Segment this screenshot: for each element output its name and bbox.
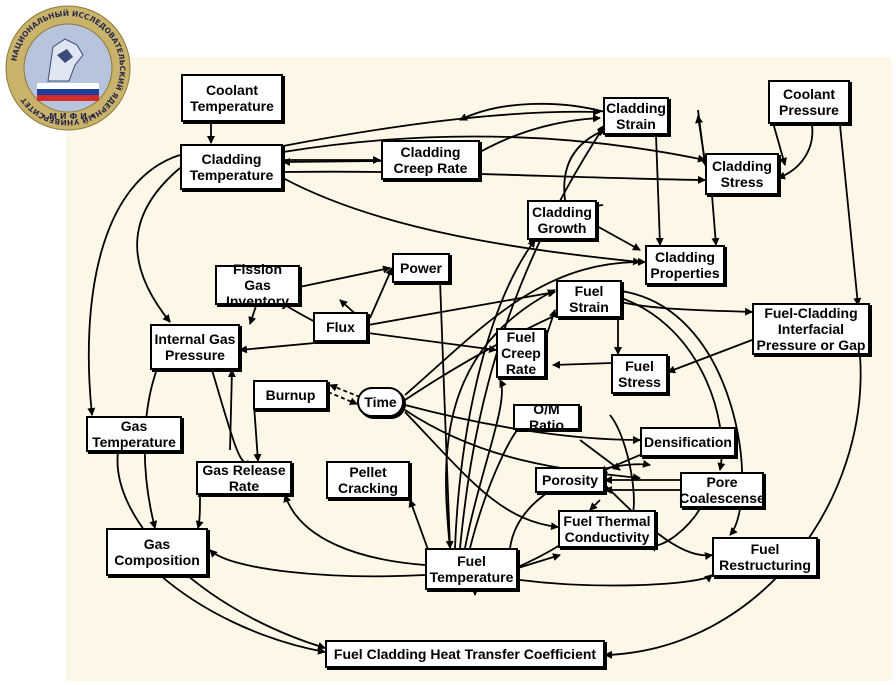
node-fission-gas-inventory: Fission Gas Inventory <box>215 261 300 309</box>
node-pore-coalescence: Pore Coalescense <box>679 472 765 508</box>
node-densification: Densification <box>640 427 736 457</box>
node-burnup: Burnup <box>253 380 328 410</box>
node-fuel-thermal-conductivity: Fuel Thermal Conductivity <box>558 510 656 548</box>
mephi-logo: НАЦИОНАЛЬНЫЙ ИССЛЕДОВАТЕЛЬСКИЙ ЯДЕРНЫЙ У… <box>5 5 131 131</box>
logo-bottom-text: • М И Ф И • <box>41 112 94 121</box>
node-gas-temperature: Gas Temperature <box>86 416 182 452</box>
node-fuel-strain: Fuel Strain <box>556 280 622 318</box>
node-om-ratio: O/M Ratio <box>513 401 580 433</box>
node-cladding-temperature: Cladding Temperature <box>180 144 283 190</box>
node-cladding-growth: Cladding Growth <box>527 200 597 240</box>
node-power: Power <box>392 253 450 283</box>
node-pellet-cracking: Pellet Cracking <box>326 461 410 499</box>
node-fuel-temperature: Fuel Temperature <box>425 548 518 590</box>
node-fuel-creep-rate: Fuel Creep Rate <box>496 328 546 378</box>
node-cladding-creep-rate: Cladding Creep Rate <box>381 140 480 180</box>
node-time: Time <box>357 387 404 417</box>
node-fuel-stress: Fuel Stress <box>611 354 668 394</box>
node-fuel-cladding-interfacial: Fuel-Cladding Interfacial Pressure or Ga… <box>752 303 870 355</box>
node-coolant-pressure: Coolant Pressure <box>768 80 850 124</box>
node-gas-composition: Gas Composition <box>106 528 208 576</box>
node-cladding-strain: Cladding Strain <box>603 97 669 135</box>
node-porosity: Porosity <box>535 467 605 493</box>
node-gas-release-rate: Gas Release Rate <box>196 461 292 495</box>
node-cladding-properties: Cladding Properties <box>645 245 725 285</box>
node-fuel-cladding-htc: Fuel Cladding Heat Transfer Coefficient <box>325 640 605 668</box>
node-fuel-restructuring: Fuel Restructuring <box>712 537 818 577</box>
node-cladding-stress: Cladding Stress <box>705 153 779 195</box>
node-flux: Flux <box>313 312 368 342</box>
node-coolant-temperature: Coolant Temperature <box>181 74 283 122</box>
node-internal-gas-pressure: Internal Gas Pressure <box>150 324 240 370</box>
